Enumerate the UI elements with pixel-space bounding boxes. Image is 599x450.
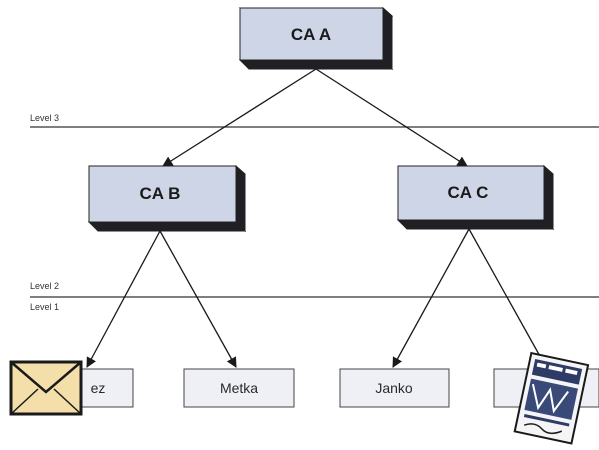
edge-cac-janko xyxy=(392,228,470,368)
edge-cab-leaf1 xyxy=(86,230,161,368)
edge-cab-metka xyxy=(159,230,237,368)
edge-caa-cab xyxy=(162,68,317,167)
edge-caa-cac xyxy=(315,68,468,167)
ca-a-label: CA A xyxy=(291,25,331,44)
ca-c-node: CA C xyxy=(396,164,555,231)
level-1-label: Level 1 xyxy=(30,302,59,312)
ca-b-label: CA B xyxy=(140,184,181,203)
envelope-icon xyxy=(9,360,83,416)
leaf-metka-label: Metka xyxy=(220,380,258,396)
ca-c-label: CA C xyxy=(448,183,489,202)
edge-cac-leaf4 xyxy=(468,228,547,368)
leaf-janko-label: Janko xyxy=(375,380,413,396)
leaf-node-metka: Metka xyxy=(183,368,295,408)
leaf-1-label: ez xyxy=(91,380,106,396)
level-2-label: Level 2 xyxy=(30,281,59,291)
ca-b-node: CA B xyxy=(87,164,247,233)
level-3-label: Level 3 xyxy=(30,113,59,123)
ca-a-node: CA A xyxy=(238,6,394,71)
leaf-node-janko: Janko xyxy=(339,368,450,408)
signed-document-icon xyxy=(513,351,590,445)
